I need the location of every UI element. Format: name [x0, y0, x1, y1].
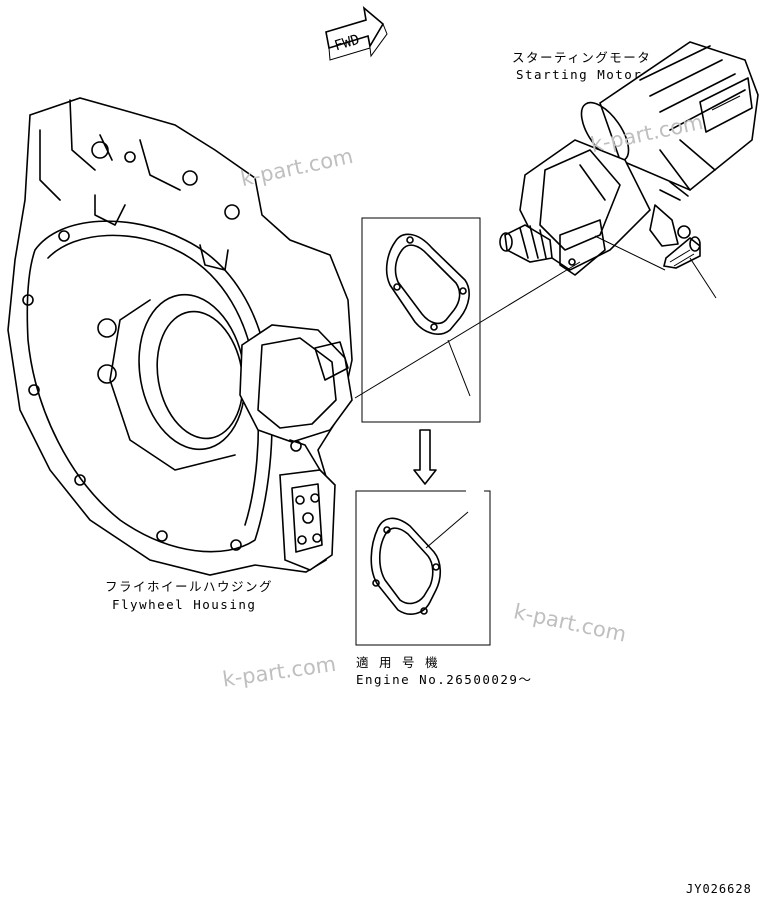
- drawing-code: JY026628: [686, 882, 752, 896]
- gasket-detail-box-old: [361, 217, 481, 423]
- watermark-4: k-part.com: [221, 652, 338, 692]
- applicability-label-jp: 適 用 号 機: [356, 655, 439, 670]
- flywheel-housing-label-jp: フライホイールハウジング: [105, 579, 273, 594]
- motor-to-housing-line: [354, 261, 581, 399]
- mounting-bolt-drawing: [663, 236, 701, 269]
- watermark-3: k-part.com: [512, 599, 629, 646]
- starting-motor-drawing: [499, 41, 759, 276]
- flywheel-housing-drawing: [7, 97, 353, 576]
- fwd-arrow-icon: FWD: [325, 5, 388, 61]
- gasket-detail-box-new: [355, 490, 491, 646]
- bolt-leader-line: [689, 257, 717, 299]
- motor-bolt-line: [594, 235, 666, 271]
- flywheel-housing-label-en: Flywheel Housing: [112, 597, 256, 612]
- starting-motor-label-jp: スターティングモータ: [512, 50, 651, 65]
- down-arrow-icon: [413, 429, 437, 485]
- applicability-label-en: Engine No.26500029～: [356, 672, 532, 687]
- fwd-label: FWD: [333, 32, 362, 55]
- watermark-1: k-part.com: [238, 144, 355, 191]
- starting-motor-label-en: Starting Motor: [516, 67, 642, 82]
